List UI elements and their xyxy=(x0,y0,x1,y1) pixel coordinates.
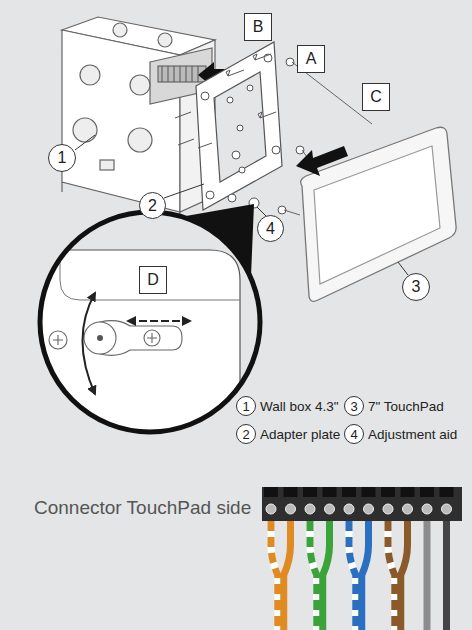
screws xyxy=(175,54,304,214)
callout-label: 4 xyxy=(266,220,275,238)
callout-label: D xyxy=(147,271,159,289)
callout-circle: 4 xyxy=(257,215,284,242)
part-name: 7" TouchPad xyxy=(368,399,444,414)
callout-label: C xyxy=(370,88,382,106)
callout-label: 1 xyxy=(58,149,67,167)
legend-entry: 2 Adapter plate xyxy=(236,424,340,444)
letter-box: C xyxy=(362,83,390,111)
part-name: Adjustment aid xyxy=(368,427,457,442)
mount-arrow xyxy=(296,146,348,176)
letter-box: B xyxy=(244,13,272,41)
callout-label: B xyxy=(253,18,264,36)
adapter-plate xyxy=(196,42,282,210)
letter-box: D xyxy=(139,266,167,294)
callout-number: 3 xyxy=(344,396,364,416)
callout-number: 1 xyxy=(236,396,256,416)
terminal-strip xyxy=(158,66,206,82)
callout-circle: 2 xyxy=(139,192,166,219)
terminal-connector xyxy=(262,487,462,630)
callout-label: A xyxy=(306,50,317,68)
legend-entry: 1 Wall box 4.3" xyxy=(236,396,339,416)
letter-box: A xyxy=(297,45,325,73)
callout-label: 3 xyxy=(412,278,421,296)
part-name: Adapter plate xyxy=(260,427,340,442)
legend-entry: 4 Adjustment aid xyxy=(344,424,457,444)
magnifier xyxy=(30,204,260,460)
touchpad xyxy=(301,127,456,301)
legend-entry: 3 7" TouchPad xyxy=(344,396,444,416)
wall-box xyxy=(62,17,215,222)
callout-circle: 3 xyxy=(402,273,430,301)
callout-circle: 1 xyxy=(48,144,76,172)
callout-number: 4 xyxy=(344,424,364,444)
callout-label: 2 xyxy=(148,197,157,215)
part-name: Wall box 4.3" xyxy=(260,399,339,414)
connector-caption: Connector TouchPad side xyxy=(34,497,251,519)
callout-number: 2 xyxy=(236,424,256,444)
